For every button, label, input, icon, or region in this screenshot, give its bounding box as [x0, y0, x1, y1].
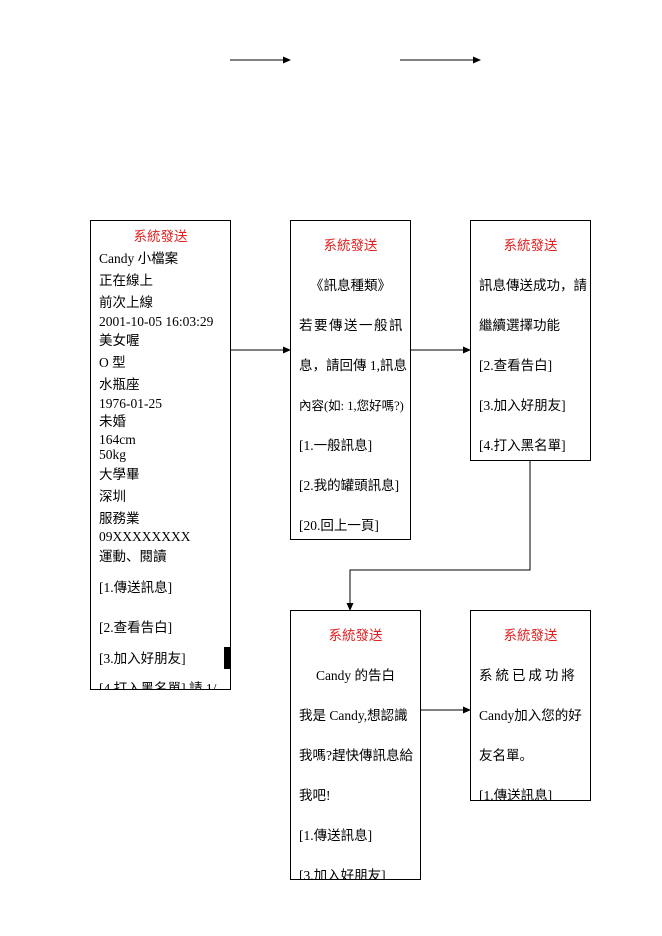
screen-header: 系統發送 [503, 238, 558, 253]
profile-tagline: 美女喔 [99, 333, 140, 348]
message-type-instruction-3: 內容(如: 1,您好嗎?) [299, 399, 404, 413]
screen-header: 系統發送 [323, 238, 378, 253]
screen-profile: 系統發送 Candy 小檔案 正在線上 前次上線 2001-10-05 16:0… [90, 220, 231, 690]
profile-online-status: 正在線上 [99, 273, 153, 288]
profile-name: Candy 小檔案 [99, 251, 179, 266]
screen-friend-added: 系統發送 系 統 已 成 功 將 Candy加入您的好 友名單。 [1.傳送訊息… [470, 610, 591, 801]
profile-blood-type: O 型 [99, 355, 126, 370]
confession-title: Candy 的告白 [315, 668, 396, 683]
friend-added-text-1: 系 統 已 成 功 將 [479, 668, 575, 683]
profile-occupation: 服務業 [99, 511, 140, 526]
profile-birthday: 1976-01-25 [99, 396, 162, 411]
menu-item-add-friend[interactable]: [3.加入好朋友] [479, 398, 566, 413]
profile-marital-status: 未婚 [99, 414, 126, 429]
screen-header: 系統發送 [503, 628, 558, 643]
message-type-instruction-2: 息，請回傳 1,訊息 [299, 358, 407, 373]
profile-zodiac: 水瓶座 [99, 377, 140, 392]
message-type-title: 《訊息種類》 [310, 278, 391, 293]
profile-hobbies: 運動、閱讀 [99, 549, 167, 564]
screen-send-success: 系統發送 訊息傳送成功，請 繼續選擇功能 [2.查看告白] [3.加入好朋友] … [470, 220, 591, 461]
screen-confession: 系統發送 Candy 的告白 我是 Candy,想認識 我嗎?趕快傳訊息給 我吧… [290, 610, 421, 880]
menu-item-add-friend[interactable]: [3.加入好朋友] [99, 651, 186, 666]
menu-item-view-confession[interactable]: [2.查看告白] [99, 620, 173, 635]
menu-item-send-message[interactable]: [1.傳送訊息] [299, 828, 373, 843]
message-type-instruction-1: 若要傳送一般訊 [299, 318, 404, 333]
friend-added-text-3: 友名單。 [479, 748, 533, 763]
screen-header: 系統發送 [133, 229, 188, 244]
profile-last-online-label: 前次上線 [99, 295, 153, 310]
menu-item-general-message[interactable]: [1.一般訊息] [299, 438, 373, 453]
profile-phone: 09XXXXXXXX [99, 529, 191, 544]
profile-height: 164cm [99, 432, 136, 447]
confession-text-2: 我嗎?趕快傳訊息給 [299, 748, 413, 763]
menu-item-view-confession[interactable]: [2.查看告白] [479, 358, 553, 373]
menu-item-canned-message[interactable]: [2.我的罐頭訊息] [299, 478, 400, 493]
menu-item-blacklist[interactable]: [4.打入黑名單] [479, 438, 566, 453]
menu-item-send-message[interactable]: [1.傳送訊息] [99, 580, 173, 595]
scrollbar-thumb[interactable] [224, 647, 230, 669]
profile-education: 大學畢 [99, 467, 140, 482]
arrow-success-to-confession [346, 461, 531, 611]
profile-weight: 50kg [99, 447, 126, 462]
profile-last-online-time: 2001-10-05 16:03:29 [99, 314, 214, 329]
screen-header: 系統發送 [328, 628, 383, 643]
screen-message-type: 系統發送 《訊息種類》 若要傳送一般訊 息，請回傳 1,訊息 內容(如: 1,您… [290, 220, 411, 540]
menu-item-blacklist[interactable]: [4.打入黑名單] 請 1/ [99, 681, 217, 690]
menu-item-add-friend[interactable]: [3.加入好朋友] [299, 868, 386, 880]
menu-item-back[interactable]: [20.回上一頁] [299, 518, 379, 533]
menu-item-send-message[interactable]: [1.傳送訊息] [479, 788, 553, 801]
confession-text-3: 我吧! [299, 788, 331, 803]
profile-location: 深圳 [99, 489, 126, 504]
success-message-1: 訊息傳送成功，請 [479, 278, 587, 293]
confession-text-1: 我是 Candy,想認識 [299, 708, 408, 723]
success-message-2: 繼續選擇功能 [479, 318, 560, 333]
friend-added-text-2: Candy加入您的好 [479, 708, 582, 723]
